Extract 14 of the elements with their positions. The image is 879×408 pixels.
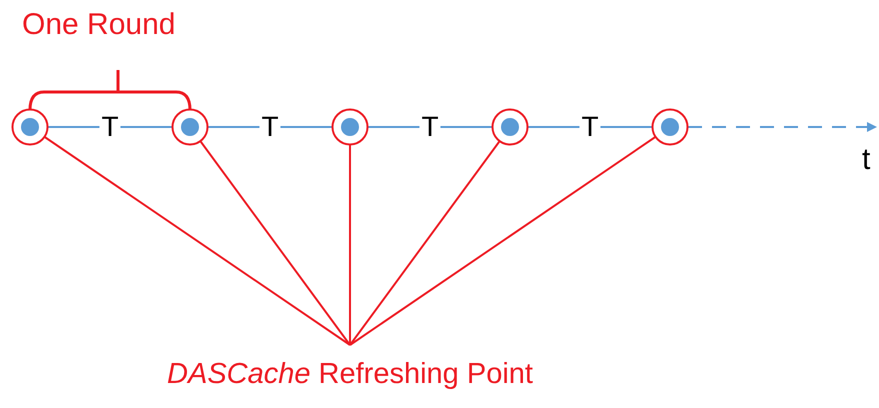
connector-line: [349, 140, 500, 346]
connector-line: [200, 140, 351, 346]
connector-line: [44, 136, 351, 346]
connector-line: [349, 136, 656, 346]
time-point-circle: [651, 108, 689, 146]
arrow: [688, 122, 877, 132]
axis-label: t: [862, 145, 870, 175]
time-point-circle: [491, 108, 529, 146]
time-point-circle: [171, 108, 209, 146]
time-point-circle: [11, 108, 49, 146]
connector-line: [349, 145, 351, 345]
time-point-circle: [331, 108, 369, 146]
point-label: DASCache Refreshing Point: [130, 345, 570, 391]
bracket-label: One Round: [22, 10, 176, 40]
